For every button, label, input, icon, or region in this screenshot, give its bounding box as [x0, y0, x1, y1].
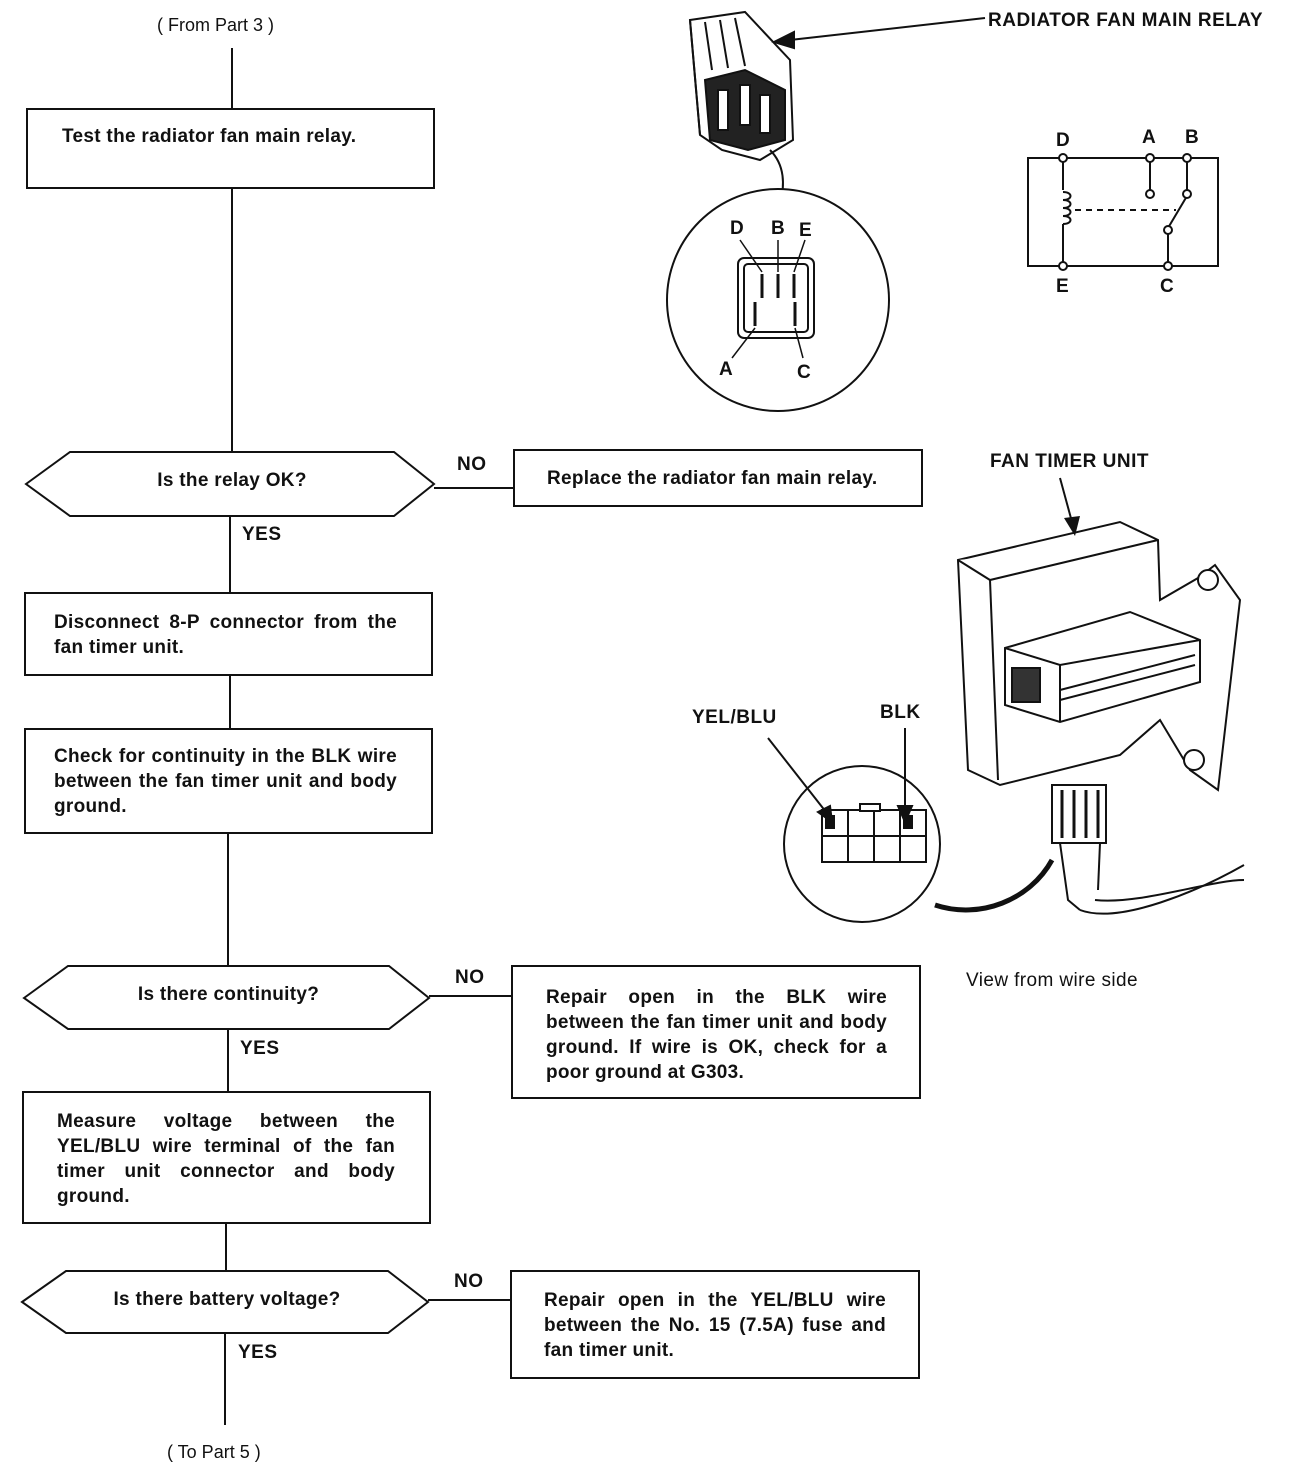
schematic-terminal-e: E — [1056, 276, 1070, 297]
to-part-label: ( To Part 5 ) — [167, 1442, 261, 1462]
schematic-terminal-c: C — [1160, 276, 1175, 297]
connector-terminal-e: E — [799, 220, 813, 241]
yes-label-1: YES — [242, 524, 282, 545]
wire-label-blk: BLK — [880, 702, 921, 723]
step-test-relay: Test the radiator fan main relay. — [26, 108, 435, 189]
schematic-terminal-d: D — [1056, 130, 1071, 151]
no-label-3: NO — [454, 1271, 484, 1292]
schematic-terminal-b: B — [1185, 127, 1200, 148]
fan-timer-unit-drawing — [956, 477, 1245, 915]
decision-shape-voltage — [20, 1270, 430, 1334]
relay-title: RADIATOR FAN MAIN RELAY — [988, 10, 1264, 31]
relay-drawing — [688, 10, 795, 206]
connector-terminal-a: A — [719, 359, 734, 380]
connector-terminal-c: C — [797, 362, 812, 383]
schematic-terminal-a: A — [1142, 127, 1157, 148]
no-label-1: NO — [457, 454, 487, 475]
decision-continuity: Is there continuity? — [137, 984, 320, 1005]
step-measure-voltage: Measure voltage between the YEL/BLU wire… — [22, 1091, 431, 1224]
decision-battery-voltage: Is there battery voltage? — [113, 1289, 341, 1310]
no-label-2: NO — [455, 967, 485, 988]
fan-timer-connector-view — [783, 765, 1055, 923]
action-repair-blk-wire: Repair open in the BLK wire between the … — [511, 965, 921, 1099]
connector-terminal-d: D — [730, 218, 745, 239]
wire-label-yel-blu: YEL/BLU — [692, 707, 777, 728]
decision-relay-ok: Is the relay OK? — [157, 470, 307, 491]
fan-timer-title: FAN TIMER UNIT — [990, 451, 1149, 472]
action-replace-relay: Replace the radiator fan main relay. — [513, 449, 923, 507]
decision-shape-continuity — [22, 965, 431, 1030]
step-disconnect-connector: Disconnect 8-P connector from the fan ti… — [24, 592, 433, 676]
relay-connector-view — [666, 188, 890, 412]
yes-label-2: YES — [240, 1038, 280, 1059]
view-caption: View from wire side — [966, 970, 1138, 991]
relay-schematic — [1027, 157, 1219, 267]
decision-shape-relay — [24, 451, 436, 517]
from-part-label: ( From Part 3 ) — [157, 15, 275, 35]
connector-terminal-b: B — [771, 218, 786, 239]
step-check-continuity: Check for continuity in the BLK wire bet… — [24, 728, 433, 834]
yes-label-3: YES — [238, 1342, 278, 1363]
action-repair-yel-blu-wire: Repair open in the YEL/BLU wire between … — [510, 1270, 920, 1379]
